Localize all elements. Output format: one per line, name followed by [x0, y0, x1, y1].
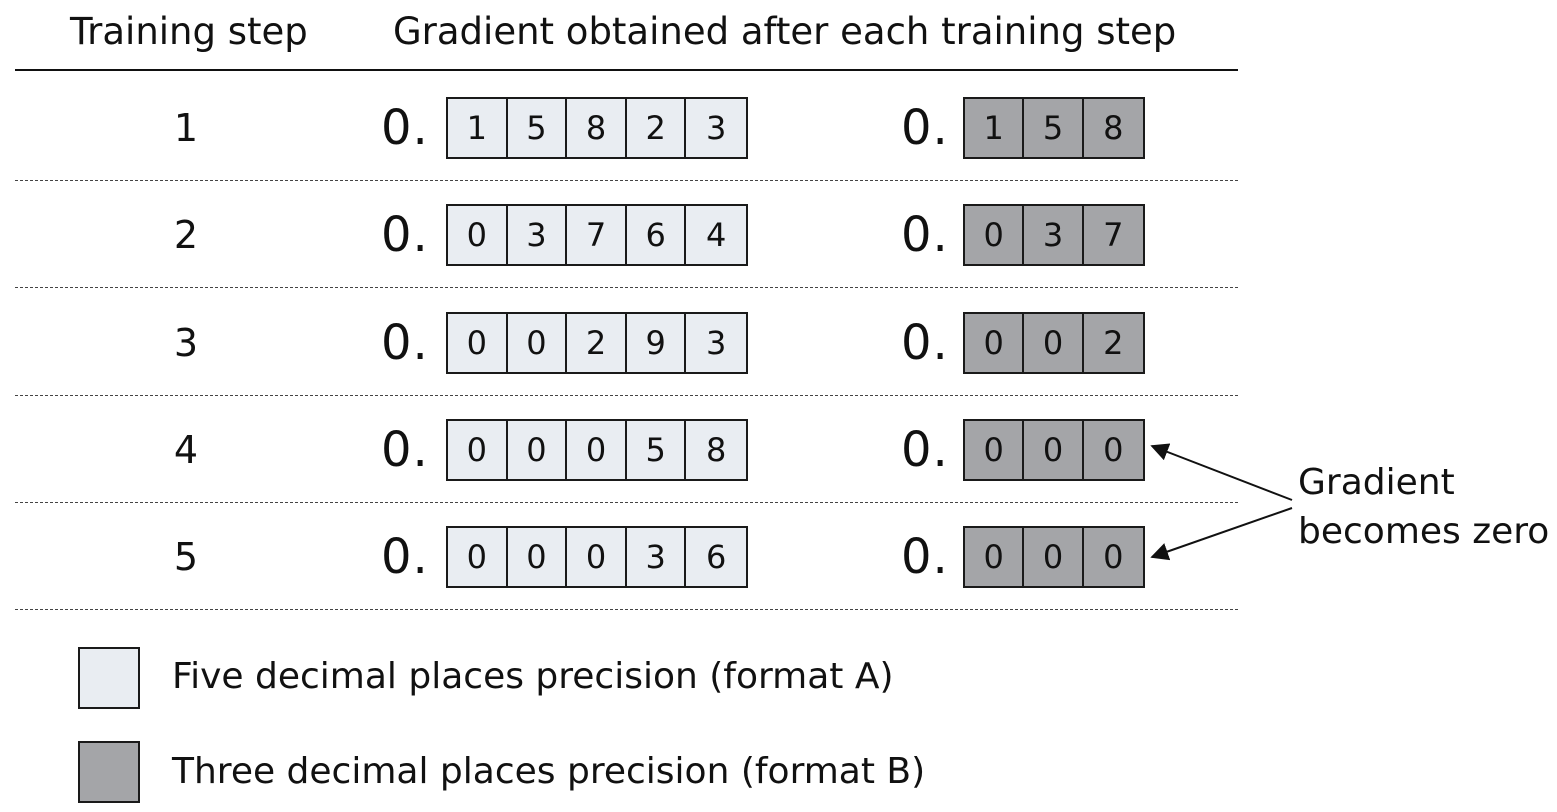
format-b-digit: 8 — [1103, 109, 1124, 147]
format-b-digit: 0 — [965, 421, 1025, 479]
format-b-digit: 3 — [1024, 206, 1084, 264]
format-b-digit: 0 — [965, 314, 1025, 372]
format-b-digit: 0 — [965, 206, 1025, 264]
format-a-digit: 3 — [706, 109, 727, 147]
training-step-number: 3 — [173, 321, 199, 365]
format-a-digit: 3 — [706, 324, 727, 362]
row-divider — [15, 609, 1238, 610]
format-a-digit: 0 — [448, 528, 508, 586]
format-a-digit: 0 — [448, 206, 508, 264]
gradient-zero-annotation: Gradient becomes zero — [1298, 458, 1549, 556]
arrow-to-step-5 — [1150, 507, 1293, 561]
format-b-digit: 0 — [1103, 431, 1124, 469]
row-divider — [15, 180, 1238, 181]
format-a-digit: 5 — [508, 99, 568, 157]
format-a-digit: 2 — [627, 99, 687, 157]
format-a-digit: 0 — [448, 314, 508, 372]
format-b-prefix: 0. — [901, 207, 949, 263]
training-step-number: 5 — [173, 535, 199, 579]
annotation-line-2: becomes zero — [1298, 511, 1550, 552]
format-a-prefix: 0. — [381, 315, 429, 371]
legend-label-format-b: Three decimal places precision (format B… — [172, 751, 926, 792]
format-b-digit: 0 — [965, 528, 1025, 586]
format-b-prefix: 0. — [901, 315, 949, 371]
format-b-digit: 5 — [1024, 99, 1084, 157]
training-step-number: 2 — [173, 213, 199, 257]
format-b-digit: 0 — [1024, 314, 1084, 372]
annotation-line-1: Gradient — [1298, 462, 1455, 503]
format-a-prefix: 0. — [381, 422, 429, 478]
format-b-digit: 2 — [1103, 324, 1124, 362]
format-a-digit: 5 — [627, 421, 687, 479]
row-divider — [15, 287, 1238, 288]
arrow-to-step-4 — [1150, 443, 1293, 501]
format-a-digit: 0 — [567, 528, 627, 586]
header-divider — [15, 69, 1238, 71]
format-a-digit: 0 — [508, 421, 568, 479]
format-b-digit: 1 — [965, 99, 1025, 157]
format-b-digit: 7 — [1103, 216, 1124, 254]
format-a-prefix: 0. — [381, 100, 429, 156]
format-a-digit: 6 — [627, 206, 687, 264]
row-divider — [15, 502, 1238, 503]
format-b-digit: 0 — [1024, 421, 1084, 479]
format-a-digit: 9 — [627, 314, 687, 372]
format-b-prefix: 0. — [901, 529, 949, 585]
training-step-number: 4 — [173, 428, 199, 472]
format-a-digit: 0 — [448, 421, 508, 479]
legend-swatch-format-b — [78, 741, 140, 803]
format-a-digit: 0 — [567, 421, 627, 479]
legend-swatch-format-a — [78, 647, 140, 709]
training-step-number: 1 — [173, 106, 199, 150]
gradient-header: Gradient obtained after each training st… — [393, 10, 1177, 53]
legend-label-format-a: Five decimal places precision (format A) — [172, 656, 894, 697]
format-a-digit: 3 — [627, 528, 687, 586]
format-a-digit: 1 — [448, 99, 508, 157]
format-a-digit: 0 — [508, 314, 568, 372]
format-a-digit: 3 — [508, 206, 568, 264]
format-a-digit: 8 — [567, 99, 627, 157]
format-a-digit: 8 — [706, 431, 727, 469]
format-a-digit: 7 — [567, 206, 627, 264]
format-a-digit: 4 — [706, 216, 727, 254]
format-b-digit: 0 — [1024, 528, 1084, 586]
format-a-prefix: 0. — [381, 207, 429, 263]
format-a-digit: 0 — [508, 528, 568, 586]
format-a-digit: 2 — [567, 314, 627, 372]
row-divider — [15, 395, 1238, 396]
training-step-header: Training step — [70, 10, 308, 53]
format-a-digit: 6 — [706, 538, 727, 576]
format-b-prefix: 0. — [901, 100, 949, 156]
format-b-digit: 0 — [1103, 538, 1124, 576]
format-a-prefix: 0. — [381, 529, 429, 585]
format-b-prefix: 0. — [901, 422, 949, 478]
